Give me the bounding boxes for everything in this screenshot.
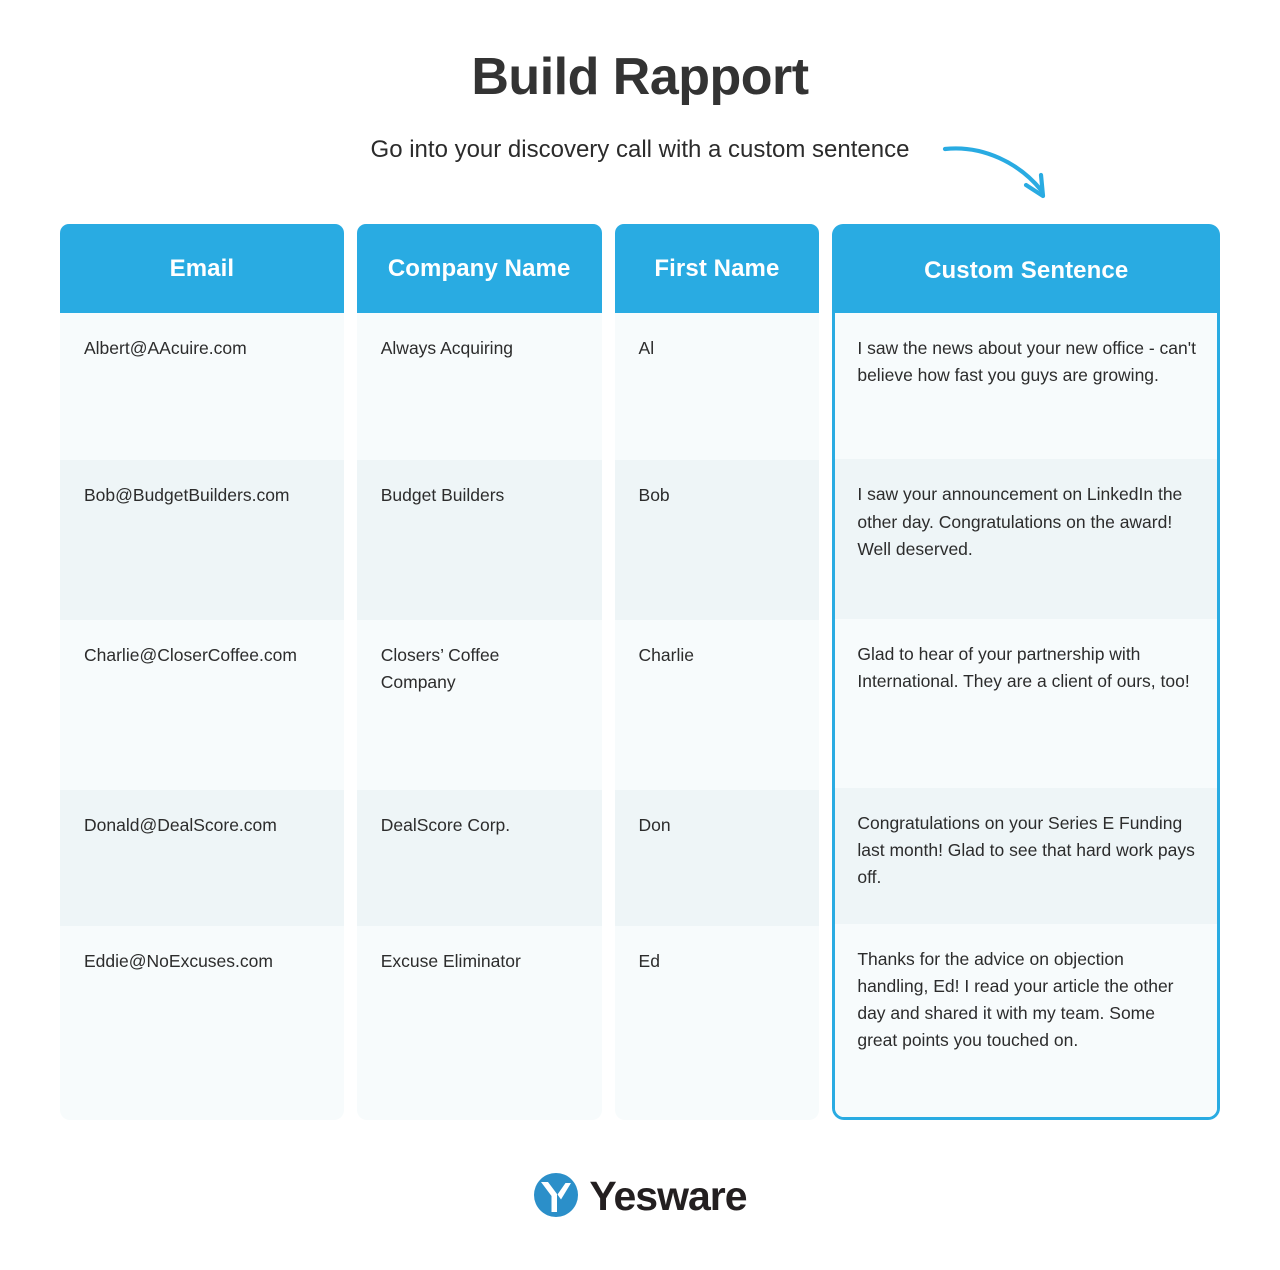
table-cell: I saw your announcement on LinkedIn the … [835,459,1217,619]
table-column-first-name: First Name Al Bob Charlie Don Ed [614,224,820,1120]
column-header-custom-sentence[interactable]: Custom Sentence [832,224,1220,313]
table-cell: Charlie@CloserCoffee.com [60,620,344,790]
table-cell: DealScore Corp. [356,790,602,926]
brand-name: Yesware [589,1172,747,1219]
table-column-email: Email Albert@AAcuire.com Bob@BudgetBuild… [60,224,344,1120]
column-body-company-name: Always Acquiring Budget Builders Closers… [356,313,602,1120]
footer-logo: Yesware [0,1172,1280,1218]
rapport-table: Email Albert@AAcuire.com Bob@BudgetBuild… [60,224,1220,1120]
page-subtitle: Go into your discovery call with a custo… [370,136,910,163]
table-cell: Eddie@NoExcuses.com [60,926,344,1120]
table-cell: Budget Builders [356,460,602,620]
table-cell: Congratulations on your Series E Funding… [835,788,1217,924]
table-cell: I saw the news about your new office - c… [835,313,1217,460]
column-body-email: Albert@AAcuire.com Bob@BudgetBuilders.co… [60,313,344,1120]
table-column-company-name: Company Name Always Acquiring Budget Bui… [356,224,602,1120]
column-body-custom-sentence: I saw the news about your new office - c… [832,313,1220,1120]
curved-arrow-down-icon [935,128,1065,208]
table-column-custom-sentence: Custom Sentence I saw the news about you… [832,224,1220,1120]
column-header-label: Email [169,254,235,282]
table-cell: Always Acquiring [356,313,602,460]
column-header-email[interactable]: Email [60,224,344,313]
table-cell: Albert@AAcuire.com [60,313,344,460]
column-header-company-name[interactable]: Company Name [356,224,602,313]
page-title: Build Rapport [471,48,809,106]
table-cell: Glad to hear of your partnership with In… [835,618,1217,789]
column-header-label: Company Name [387,254,571,282]
column-header-first-name[interactable]: First Name [614,224,820,313]
table-cell: Charlie [614,620,820,790]
table-cell: Al [614,313,820,460]
table-cell: Ed [614,926,820,1120]
column-body-first-name: Al Bob Charlie Don Ed [614,313,820,1120]
column-header-label: First Name [654,254,780,282]
table-cell: Excuse Eliminator [356,926,602,1120]
yesware-logo-icon [533,1172,579,1218]
table-cell: Don [614,790,820,926]
table-cell: Thanks for the advice on objection handl… [835,923,1217,1117]
column-header-label: Custom Sentence [924,256,1129,284]
table-cell: Closers’ Coffee Company [356,620,602,790]
table-cell: Bob [614,460,820,620]
table-cell: Bob@BudgetBuilders.com [60,460,344,620]
table-cell: Donald@DealScore.com [60,790,344,926]
